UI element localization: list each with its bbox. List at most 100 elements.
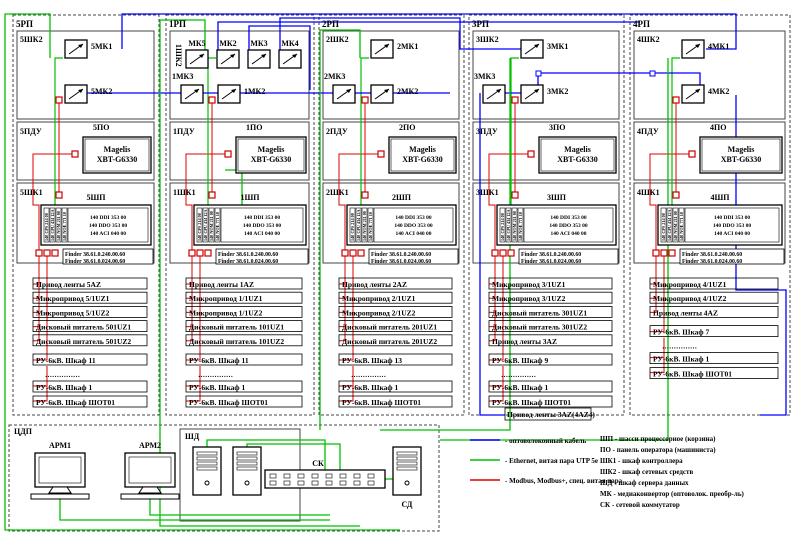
- ru-box: [32, 380, 148, 393]
- panel-title: 4РП: [633, 19, 650, 29]
- plc-io-label: 140 DDI 353 00: [244, 215, 280, 221]
- device-label: Микропривод 4/1UZ1: [653, 280, 727, 289]
- fiber-top: [121, 13, 737, 50]
- device-box: [185, 291, 303, 304]
- shk2-vertical-label: 1ШК2: [174, 44, 183, 67]
- modbus-link: [489, 366, 504, 402]
- device-label: Дисковый питатель 301UZ2: [492, 323, 587, 332]
- keyboard: [120, 493, 180, 500]
- mk-port: [511, 96, 519, 104]
- device-label: Микропривод 4/1UZ2: [653, 294, 727, 303]
- plc-module: [349, 207, 356, 243]
- switch-port: [311, 473, 319, 479]
- plc-io-label: 140 ACI 040 00: [551, 231, 587, 237]
- mk-port: [208, 96, 216, 104]
- ethernet-po: [225, 169, 243, 205]
- keyboard: [30, 493, 90, 500]
- mk-label: 1МК2: [244, 87, 265, 96]
- hmi-model-line2: XBT-G6330: [721, 155, 762, 164]
- plc-module: [361, 207, 368, 243]
- mk-label: 3МК2: [547, 87, 568, 96]
- ru-first: РУ-6кВ. Шкаф 11: [189, 356, 249, 365]
- po-port: [224, 150, 232, 158]
- hmi-model-line2: XBT-G6330: [557, 155, 598, 164]
- relay-contact: [357, 249, 365, 257]
- panel-frame-0: [12, 14, 160, 416]
- plc-io-label: 140 DDI 353 00: [395, 215, 431, 221]
- plc-module-label: 140 CPU 434 12A: [667, 209, 672, 241]
- switch-port: [339, 473, 347, 479]
- modbus-link: [33, 366, 48, 402]
- modbus-link: [489, 256, 504, 361]
- panel-title: 5РП: [16, 19, 33, 29]
- sd-label: СД: [402, 500, 413, 509]
- device-box: [185, 334, 303, 347]
- device-box: [488, 320, 613, 333]
- plc-port: [208, 191, 216, 199]
- modbus-po: [32, 153, 72, 250]
- mk-label: 4МК1: [708, 42, 729, 51]
- plc-module-label: 140 NOM 211 00: [362, 211, 367, 241]
- plc-module: [666, 207, 673, 243]
- plc-module-label: 140 NOM 211 00: [56, 211, 61, 241]
- power-button: [404, 480, 410, 486]
- panel-title: 2РП: [322, 19, 339, 29]
- po-label: 3ПО: [549, 123, 565, 132]
- ethernet-arm2: [149, 499, 330, 516]
- server-tower-sd: [392, 446, 422, 496]
- plc-io-label: 140 DDI 353 00: [714, 215, 750, 221]
- arrow-head: [534, 89, 539, 93]
- ru-box: [338, 395, 453, 408]
- plc-chassis: [346, 204, 457, 246]
- drive-bay: [196, 461, 218, 466]
- mk-port: [361, 96, 369, 104]
- pdu-box: [169, 121, 310, 181]
- device-label: Дисковый питатель 501UZ1: [36, 323, 131, 332]
- plc-module: [672, 207, 679, 243]
- operator-panel: [388, 136, 457, 174]
- mk-port: [672, 96, 680, 104]
- device-box: [32, 291, 148, 304]
- ru-dots: ……………: [662, 343, 697, 351]
- shk2-box: [472, 30, 620, 120]
- switch-port: [283, 480, 291, 486]
- shk1-label: 4ШК1: [637, 188, 660, 197]
- mk-label: 2МК2: [397, 87, 418, 96]
- monitor-stand: [48, 486, 72, 494]
- shk1-label: 1ШК1: [173, 188, 196, 197]
- pdu-box: [16, 121, 155, 181]
- ru-dots: ……………: [351, 371, 386, 379]
- arm-label: АРМ1: [49, 441, 71, 450]
- ru-last: РУ-6кВ. Шкаф 1: [36, 383, 92, 392]
- switch-port: [283, 473, 291, 479]
- plc-module: [511, 207, 518, 243]
- fiber-joint: [535, 70, 542, 77]
- device-box: [488, 334, 613, 347]
- drive-bay: [236, 456, 258, 461]
- legend-ethernet: - Ethernet, витая пара UTP 5e: [505, 457, 598, 465]
- shd-label: ШД: [185, 432, 200, 441]
- mk-label: МК3: [250, 39, 267, 48]
- ethernet-drop: [54, 57, 63, 205]
- mk-label: МК4: [281, 39, 298, 48]
- ru-box: [185, 380, 303, 393]
- ru-last: РУ-6кВ. Шкаф 1: [492, 383, 548, 392]
- hmi-model-line2: XBT-G6330: [97, 155, 138, 164]
- ru-box: [338, 380, 453, 393]
- device-box: [338, 334, 453, 347]
- plc-module: [499, 207, 506, 243]
- relay-contact: [499, 249, 507, 257]
- mk-label: МК5: [188, 39, 205, 48]
- mk-label: 5МК1: [91, 42, 112, 51]
- ethernet-trunk-5: [440, 58, 669, 441]
- plc-module-label: 140 NOM 211 00: [512, 211, 517, 241]
- modbus-po: [649, 153, 689, 250]
- finder-label-2: Finder 38.61.0.024.00.60: [521, 259, 581, 265]
- po-port: [688, 150, 696, 158]
- ethernet-arm1: [59, 499, 330, 521]
- device-box: [185, 320, 303, 333]
- workstation-arm1: [30, 452, 90, 500]
- arrow-head: [346, 89, 351, 93]
- panel-frame-1: [165, 14, 315, 416]
